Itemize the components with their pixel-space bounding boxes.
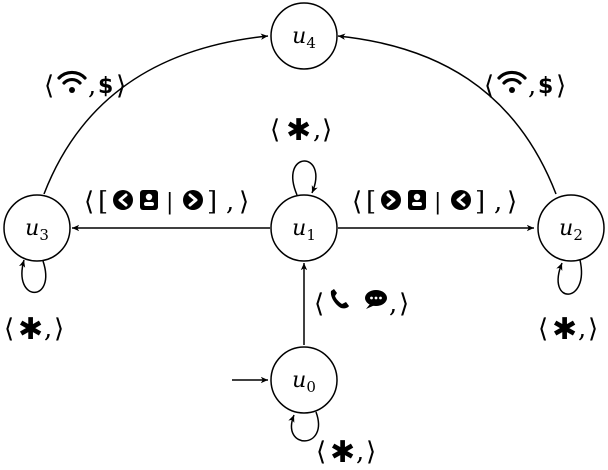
node-circle [270, 2, 338, 70]
edge-label-loop-u1: ⟨ ✱ , ⟩ [270, 113, 332, 148]
wifi-icon [497, 70, 527, 93]
node-label: u1 [292, 216, 316, 244]
contact-card-icon [408, 190, 426, 210]
comma: , [528, 71, 536, 101]
bar: | [434, 190, 441, 215]
node-label: u4 [292, 24, 316, 52]
node-u2: u2 [537, 194, 605, 262]
node-label: u3 [25, 216, 49, 244]
angle-close: ⟩ [366, 437, 376, 467]
comma: , [44, 314, 52, 344]
edge-label-loop-u0: ⟨ ✱ , ⟩ [316, 435, 376, 470]
comma: , [578, 314, 586, 344]
angle-close: ⟩ [54, 314, 64, 344]
chevron-right-circle-icon [183, 190, 203, 210]
angle-open: ⟨ [484, 71, 494, 101]
node-circle [3, 194, 71, 262]
bar: | [166, 190, 173, 215]
angle-close: ⟩ [556, 71, 566, 101]
node-u1: u1 [270, 194, 338, 262]
edge-label-u1-u3: ⟨ [ | ] , ⟩ [84, 187, 249, 217]
chevron-right-circle-icon [381, 190, 401, 210]
comma: , [389, 289, 397, 319]
edges [18, 33, 583, 442]
chevron-left-circle-icon [451, 190, 471, 210]
loop-u2 [556, 259, 583, 295]
angle-close: ⟩ [507, 187, 517, 217]
comma: , [494, 187, 502, 217]
bracket-open: [ [366, 187, 376, 217]
node-label: u2 [559, 216, 583, 244]
dollar-icon: $ [538, 74, 553, 99]
angle-close: ⟩ [399, 289, 409, 319]
angle-close: ⟩ [588, 314, 598, 344]
asterisk-icon: ✱ [330, 435, 355, 470]
node-label: u0 [292, 368, 316, 396]
angle-open: ⟨ [538, 314, 548, 344]
loop-u0 [288, 411, 320, 442]
bracket-close: ] [207, 187, 217, 217]
edge-u2-u4 [337, 33, 557, 195]
edge-label-loop-u3: ⟨ ✱ , ⟩ [4, 312, 64, 347]
edge-u3-u4 [43, 33, 269, 195]
node-u4: u4 [270, 2, 338, 70]
node-u0: u0 [270, 346, 338, 414]
node-u3: u3 [3, 194, 71, 262]
contact-card-icon [140, 190, 158, 210]
phone-icon [330, 289, 349, 309]
edge-label-u0-u1: ⟨ , ⟩ [314, 289, 409, 319]
comma: , [313, 115, 321, 145]
asterisk-icon: ✱ [552, 312, 577, 347]
comma: , [356, 437, 364, 467]
asterisk-icon: ✱ [18, 312, 43, 347]
dollar-icon: $ [98, 74, 113, 99]
angle-close: ⟩ [116, 71, 126, 101]
edge-label-u1-u2: ⟨ [ | ] , ⟩ [352, 187, 517, 217]
wifi-icon [57, 70, 87, 93]
node-circle [270, 346, 338, 414]
chevron-left-circle-icon [113, 190, 133, 210]
node-circle [537, 194, 605, 262]
comma: , [88, 71, 96, 101]
chat-bubble-icon [365, 290, 387, 309]
angle-open: ⟨ [44, 71, 54, 101]
edge-label-loop-u2: ⟨ ✱ , ⟩ [538, 312, 598, 347]
edge-label-u2-u4: ⟨ , $ ⟩ [484, 70, 566, 101]
angle-open: ⟨ [4, 314, 14, 344]
angle-open: ⟨ [314, 289, 324, 319]
angle-open: ⟨ [352, 187, 362, 217]
bracket-open: [ [98, 187, 108, 217]
edge-label-u3-u4: ⟨ , $ ⟩ [44, 70, 126, 101]
angle-open: ⟨ [316, 437, 326, 467]
loop-u3 [18, 259, 47, 294]
angle-close: ⟩ [239, 187, 249, 217]
asterisk-icon: ✱ [286, 113, 311, 148]
angle-open: ⟨ [270, 115, 280, 145]
angle-close: ⟩ [322, 115, 332, 145]
angle-open: ⟨ [84, 187, 94, 217]
loop-u1 [292, 160, 318, 196]
bracket-close: ] [475, 187, 485, 217]
node-circle [270, 194, 338, 262]
comma: , [226, 187, 234, 217]
